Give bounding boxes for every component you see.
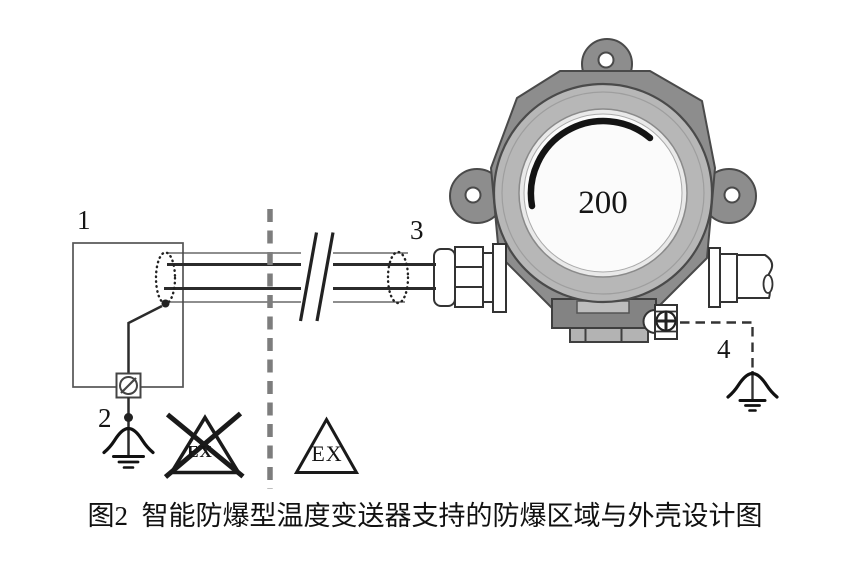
ground-lug [642,304,678,340]
cable-shield-ellipse-left [154,251,177,305]
ex-symbol [293,416,360,474]
transmitter-bottom-body [551,298,657,343]
cable-sheath-lines [166,252,408,303]
ground-symbol-left [102,426,155,469]
figure-caption: 图2 智能防爆型温度变送器支持的防爆区域与外壳设计图 [87,501,763,531]
phillips-screw-icon [657,312,675,330]
cable-break-symbol [298,232,335,322]
cable-wires [164,252,436,303]
shield-junction-dot [161,299,170,308]
ground-symbol-right [726,371,779,412]
transmitter-cover-marking: 200 [578,185,628,221]
cover-glass [523,113,683,273]
glass-highlight-arc [527,117,654,210]
warning-triangle [293,416,360,474]
conductor-lines [164,263,436,290]
callout-4-external-ground: 4 [717,334,731,364]
cable-gland [433,243,507,313]
wire-junction-dot [124,413,133,422]
ex-symbol-crossed [163,411,245,479]
ex-crossed-label: EX [187,442,213,461]
external-ground-wire-dashed [680,321,754,399]
ear-holes [464,51,741,204]
callout-3-cable-gland: 3 [410,215,424,245]
callout-2-shield-ground: 2 [98,403,112,433]
cross-out-lines [163,411,245,479]
conduit-right [708,247,774,308]
cable-shield-ellipse-right [386,250,410,305]
shield-ground-connection [115,299,170,456]
screw-slot [120,377,137,394]
ex-label: EX [311,441,343,466]
cable-shield-ellipses [154,250,410,305]
warning-triangle [168,414,242,475]
callout-1-barrier-box: 1 [77,205,91,235]
